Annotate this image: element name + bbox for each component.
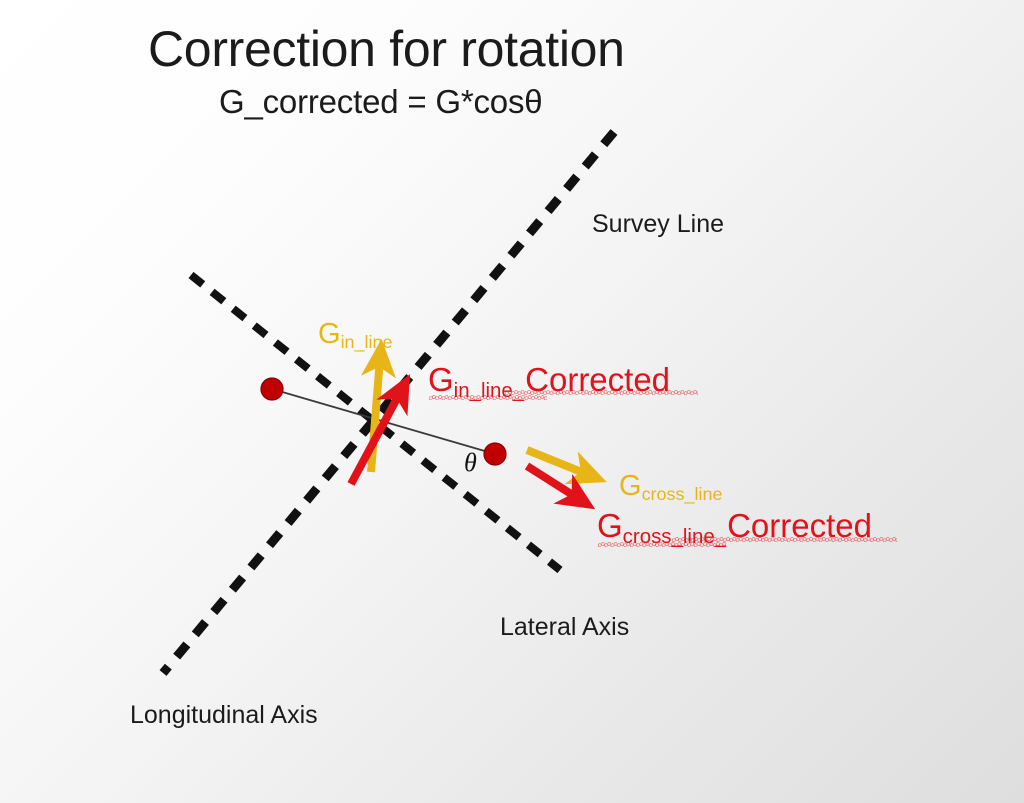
vector-suffix: Corrected (727, 507, 872, 544)
vector-base-symbol: G (619, 470, 642, 502)
spellcheck-underline-in-line-corrected (505, 390, 698, 396)
longitudinal-axis-label: Longitudinal Axis (130, 701, 318, 729)
station-dot-left (260, 377, 284, 401)
arrow-g-cross-line-corrected-red (524, 462, 596, 510)
vector-subscript: cross_line (641, 484, 723, 505)
station-dot-right (483, 442, 507, 466)
spellcheck-underline-cross-line-subscript (598, 542, 726, 548)
angle-theta-label: θ (464, 448, 477, 477)
vector-subscript: in_line (340, 332, 393, 353)
arrow-g-in-line-yellow (360, 338, 397, 473)
correction-formula: G_corrected = G*cosθ (219, 83, 543, 120)
spellcheck-underline-cross-line-corrected (672, 537, 897, 543)
survey-line-label: Survey Line (592, 210, 725, 238)
vector-base-symbol: G (597, 507, 623, 544)
lateral-axis-label: Lateral Axis (500, 613, 630, 641)
survey-line-dashed (159, 129, 618, 676)
vector-base-symbol: G (428, 361, 454, 398)
page-title: Correction for rotation (148, 21, 625, 77)
arrow-g-cross-line-yellow (525, 446, 607, 485)
arrow-g-in-line-corrected-red (347, 374, 411, 486)
spellcheck-underline-in-line-subscript (429, 395, 547, 401)
vector-base-symbol: G (318, 318, 341, 350)
vector-label-g-in-line: Gin_line (318, 318, 393, 353)
vector-label-g-cross-line: Gcross_line (619, 470, 723, 505)
